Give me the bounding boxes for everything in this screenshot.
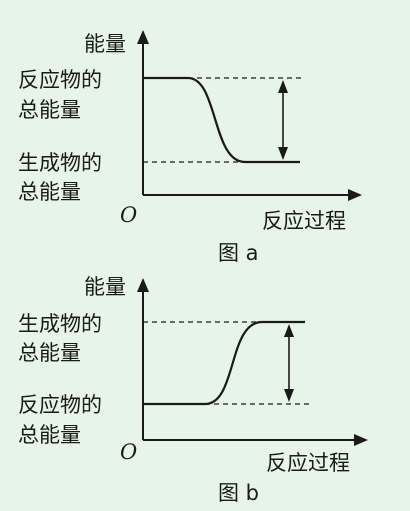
figure-a-y-axis-label: 能量 [84,32,126,56]
figure-a-caption: 图 a [218,241,259,265]
figure-b-caption: 图 b [218,481,259,505]
figure-a-bottom-label-line1: 生成物的 [18,151,102,175]
figure-b-bottom-label-line2: 总能量 [18,423,81,447]
figure-b-energy-curve [143,320,305,406]
figure-b-top-label-line1: 生成物的 [18,312,102,336]
figure-b: 能量 生成物的 总能量 反应物的 总能量 O 反应过程 图 b [18,275,368,505]
figure-a-bottom-label-line2: 总能量 [18,180,81,204]
figure-a-arrowhead-down [278,147,288,160]
figure-b-x-axis-label: 反应过程 [266,451,350,475]
figure-a-energy-curve [143,76,300,164]
figure-a-top-label-line1: 反应物的 [18,68,102,92]
figure-a: 能量 反应物的 总能量 生成物的 总能量 O 反应过程 图 a [18,30,362,265]
figure-b-y-axis-arrowhead [137,278,149,292]
figure-a-origin-label: O [120,203,137,227]
figure-b-arrowhead-up [284,324,294,337]
figure-b-x-axis-arrowhead [354,434,368,446]
figure-b-y-axis-label: 能量 [84,275,126,299]
figure-a-arrowhead-up [278,80,288,93]
figure-a-x-axis-label: 反应过程 [262,209,346,233]
figure-a-top-label-line2: 总能量 [18,98,81,122]
figure-b-arrowhead-down [284,389,294,402]
figure-a-x-axis-arrowhead [348,189,362,201]
figure-b-bottom-label-line1: 反应物的 [18,393,102,417]
figure-b-origin-label: O [120,440,137,464]
figure-a-y-axis-arrowhead [137,30,149,44]
figure-b-top-label-line2: 总能量 [18,341,81,365]
